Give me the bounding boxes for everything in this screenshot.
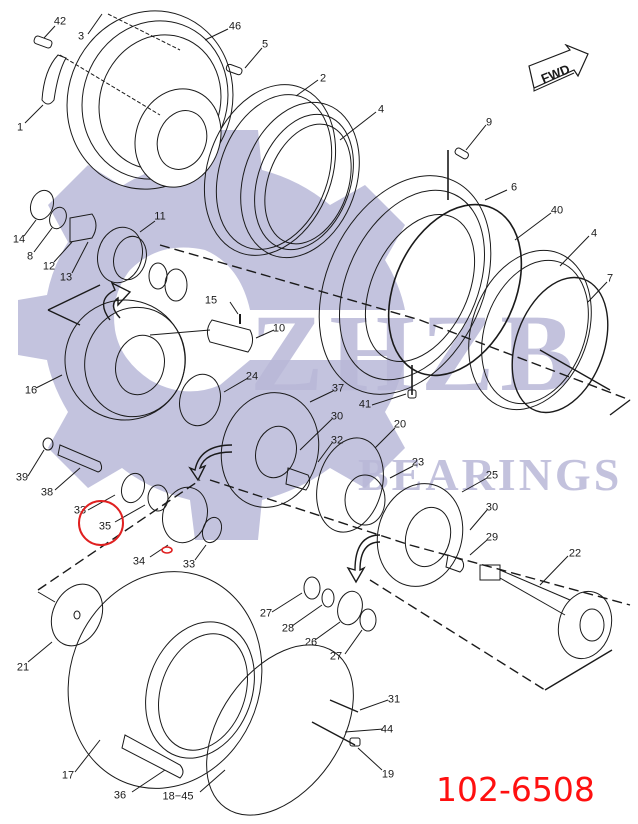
callout-24: 24 [245,370,259,383]
part-number-label: 102-6508 [436,770,595,809]
callout-39: 39 [15,471,29,484]
callout-9: 9 [485,116,493,129]
callout-16: 16 [24,384,38,397]
callout-34: 34 [132,555,146,568]
callout-4-bearing: 4 [590,227,598,240]
callout-27: 27 [259,607,273,620]
callout-23: 23 [411,456,425,469]
callout-6: 6 [510,181,518,194]
callout-27-second: 27 [329,650,343,663]
callout-15: 15 [204,294,218,307]
callout-37: 37 [331,382,345,395]
callout-8: 8 [26,250,34,263]
callout-3: 3 [77,30,85,43]
callout-40: 40 [550,204,564,217]
callout-19: 19 [381,768,395,781]
callout-5: 5 [261,38,269,51]
callout-29: 29 [485,531,499,544]
callout-44: 44 [380,723,394,736]
callout-36: 36 [113,789,127,802]
callout-33: 33 [73,504,87,517]
callout-46: 46 [228,20,242,33]
callout-33-second: 33 [182,558,196,571]
callout-31: 31 [387,693,401,706]
hub-part-46 [66,10,234,190]
callout-42: 42 [53,15,67,28]
callout-22: 22 [568,547,582,560]
callout-26: 26 [304,636,318,649]
callout-17: 17 [61,769,75,782]
callout-18-45: 18−45 [162,790,194,803]
callout-10: 10 [272,322,286,335]
fwd-arrow-icon: FWD [528,44,589,92]
callout-38: 38 [40,486,54,499]
callout-20: 20 [393,418,407,431]
callout-11: 11 [154,210,166,223]
callout-41: 41 [358,398,372,411]
callout-32: 32 [330,434,344,447]
callout-35: 35 [98,520,112,533]
callout-13: 13 [59,271,73,284]
callout-12: 12 [42,260,56,273]
callout-7: 7 [606,272,614,285]
callout-30-second: 30 [485,501,499,514]
callout-21: 21 [16,661,30,674]
callout-25: 25 [485,469,499,482]
callout-30: 30 [330,410,344,423]
callout-14: 14 [12,233,26,246]
callout-4: 4 [377,103,385,116]
callout-2: 2 [319,72,327,85]
callout-28: 28 [281,622,295,635]
callout-1: 1 [16,121,24,134]
